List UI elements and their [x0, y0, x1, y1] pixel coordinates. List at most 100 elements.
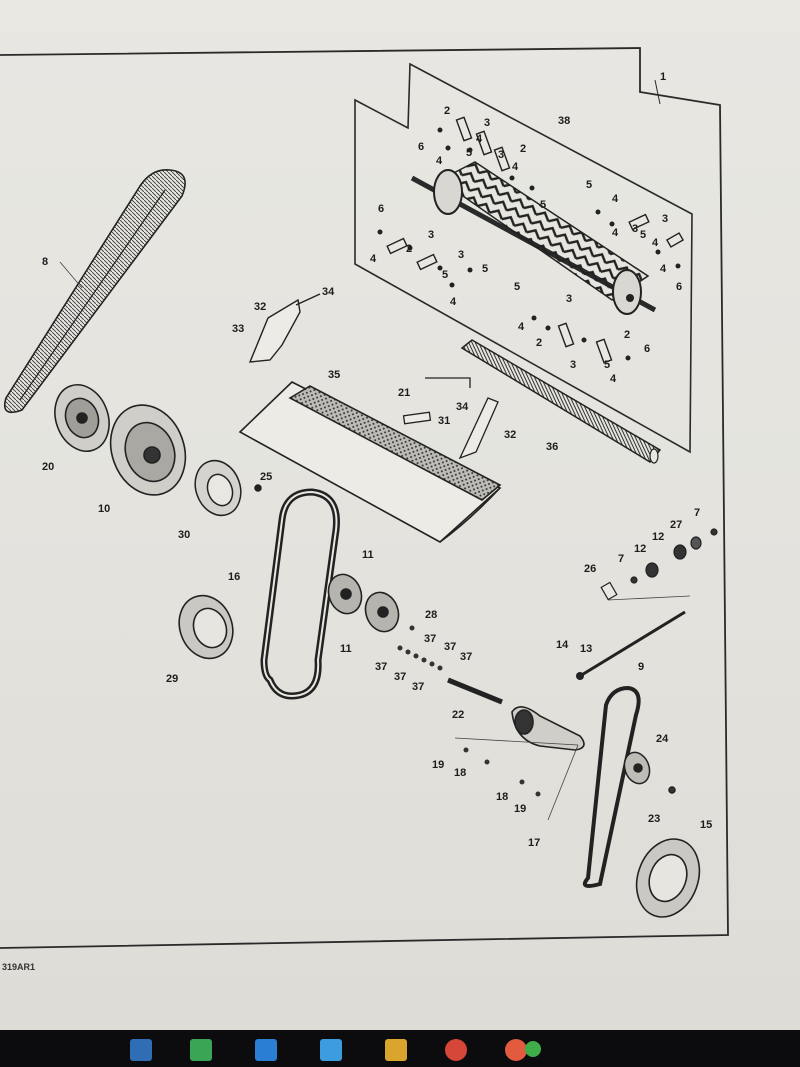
label-screw-18-b: 18: [496, 791, 508, 803]
rotor-callout-r21: 4: [660, 263, 667, 275]
label-screw-19-b: 19: [514, 803, 526, 815]
taskbar-app-icon[interactable]: [255, 1039, 277, 1061]
pulley-24: [623, 751, 676, 794]
rotor-fastener-dots: [377, 127, 681, 361]
rotor-callout-r35: 3: [662, 213, 668, 225]
taskbar-app-icon[interactable]: [505, 1039, 527, 1061]
label-pulley-small: 20: [42, 461, 54, 473]
rotor-callout-r4: 4: [436, 155, 443, 167]
label-washer-d: 37: [375, 661, 387, 673]
taskbar-app-icon[interactable]: [320, 1039, 342, 1061]
label-bolt-34-right: 34: [456, 401, 469, 413]
label-belt-long: 8: [42, 256, 48, 268]
label-shaft-22: 22: [452, 709, 464, 721]
rotor-callout-r15: 2: [406, 243, 412, 255]
label-part-12-b: 12: [652, 531, 664, 543]
rotor-callout-r5: 5: [466, 147, 472, 159]
label-rod-14: 14: [556, 639, 569, 651]
label-rotor-38: 38: [558, 115, 570, 127]
label-screw-18-a: 18: [454, 767, 466, 779]
bracket: [248, 293, 321, 363]
rotor-callout-r27: 3: [566, 293, 572, 305]
diagram-frame: [0, 47, 729, 949]
rotor-callout-r1: 2: [444, 105, 450, 117]
label-pulley-29: 29: [166, 673, 178, 685]
label-bolt-32-left: 32: [254, 301, 266, 313]
rotor-callout-r29: 4: [518, 321, 525, 333]
label-bolt-34-left: 34: [322, 286, 335, 298]
pulley-large: [109, 404, 187, 496]
rotor-assembly: [410, 161, 657, 315]
rotor-callout-r7: 2: [520, 143, 526, 155]
label-part-31: 31: [438, 415, 450, 427]
pulley-15: [635, 838, 701, 918]
rotor-callout-r24: 4: [612, 227, 619, 239]
washer-stack: [397, 625, 443, 671]
drive-shaft: [447, 677, 585, 751]
callout-labels: 1 8 20 10 30 25 16 29 11 11 28 37 37 37 …: [42, 71, 712, 849]
taskbar-browser-icon[interactable]: [445, 1039, 467, 1061]
rotor-callout-r8: 4: [512, 161, 519, 173]
label-part-7-b: 7: [694, 507, 700, 519]
rotor-callout-r25: 6: [676, 281, 682, 293]
label-bracket-17: 17: [528, 837, 540, 849]
rotor-callout-r23: 5: [640, 229, 646, 241]
rotor-callout-r30: 2: [624, 329, 630, 341]
label-part-26: 26: [584, 563, 596, 575]
taskbar-app-icon[interactable]: [130, 1039, 152, 1061]
small-belt: [583, 685, 641, 888]
label-screw-19-a: 19: [432, 759, 444, 771]
label-washer-e: 37: [394, 671, 406, 683]
label-belt-middle: 16: [228, 571, 240, 583]
label-pulley-24: 24: [656, 733, 669, 745]
label-pulley-large: 10: [98, 503, 110, 515]
label-bolt-32-right: 32: [504, 429, 516, 441]
rotor-callout-r9: 5: [540, 199, 546, 211]
rotor-callout-r34: 4: [610, 373, 617, 385]
middle-belt: [260, 488, 340, 700]
rod: [576, 610, 686, 680]
label-bracket-33: 33: [232, 323, 244, 335]
exploded-parts-diagram: 1 8 20 10 30 25 16 29 11 11 28 37 37 37 …: [0, 47, 729, 949]
label-pulley-11-bottom: 11: [340, 643, 352, 655]
rotor-callout-r22: 3: [632, 223, 638, 235]
label-bolt-23: 23: [648, 813, 660, 825]
figure-code: 319AR1: [2, 962, 36, 972]
label-pulley-15: 15: [700, 819, 712, 831]
rotor-callout-r16: 3: [458, 249, 464, 261]
label-frame: 1: [660, 71, 666, 83]
label-washer-f: 37: [412, 681, 424, 693]
pulley-small: [54, 384, 110, 452]
small-brackets: [402, 377, 499, 460]
screw-set: [463, 747, 541, 797]
label-washer-c: 37: [460, 651, 472, 663]
rotor-callout-r18: 5: [442, 269, 448, 281]
rotor-callout-r26: 5: [514, 281, 520, 293]
rotor-callout-r2: 3: [484, 117, 490, 129]
rotor-callout-r12: 4: [370, 253, 377, 265]
taskbar-app-icon[interactable]: [190, 1039, 212, 1061]
label-washer-a: 37: [424, 633, 436, 645]
long-belt: [3, 169, 186, 414]
rotor-callout-r32: 6: [644, 343, 650, 355]
label-nut-28: 28: [425, 609, 437, 621]
taskbar-folder-icon[interactable]: [385, 1039, 407, 1061]
rotor-panel: [354, 62, 693, 454]
label-part-7-a: 7: [618, 553, 624, 565]
label-part-21: 21: [398, 387, 410, 399]
label-rod-13: 13: [580, 643, 592, 655]
rotor-shield: [238, 381, 502, 543]
label-part-12-a: 12: [634, 543, 646, 555]
label-pulley-flange: 30: [178, 529, 190, 541]
pulley-flange: [194, 459, 262, 517]
taskbar-status-icon[interactable]: [525, 1041, 541, 1057]
label-belt-small: 9: [638, 661, 644, 673]
pulleys-11: [327, 573, 400, 633]
rotor-callout-r20: 5: [586, 179, 592, 191]
label-brush-36: 36: [546, 441, 558, 453]
rotor-callout-r33: 5: [604, 359, 610, 371]
rotor-callout-r13: 3: [428, 229, 434, 241]
label-shield-35: 35: [328, 369, 340, 381]
fitting-stack: [600, 528, 718, 601]
